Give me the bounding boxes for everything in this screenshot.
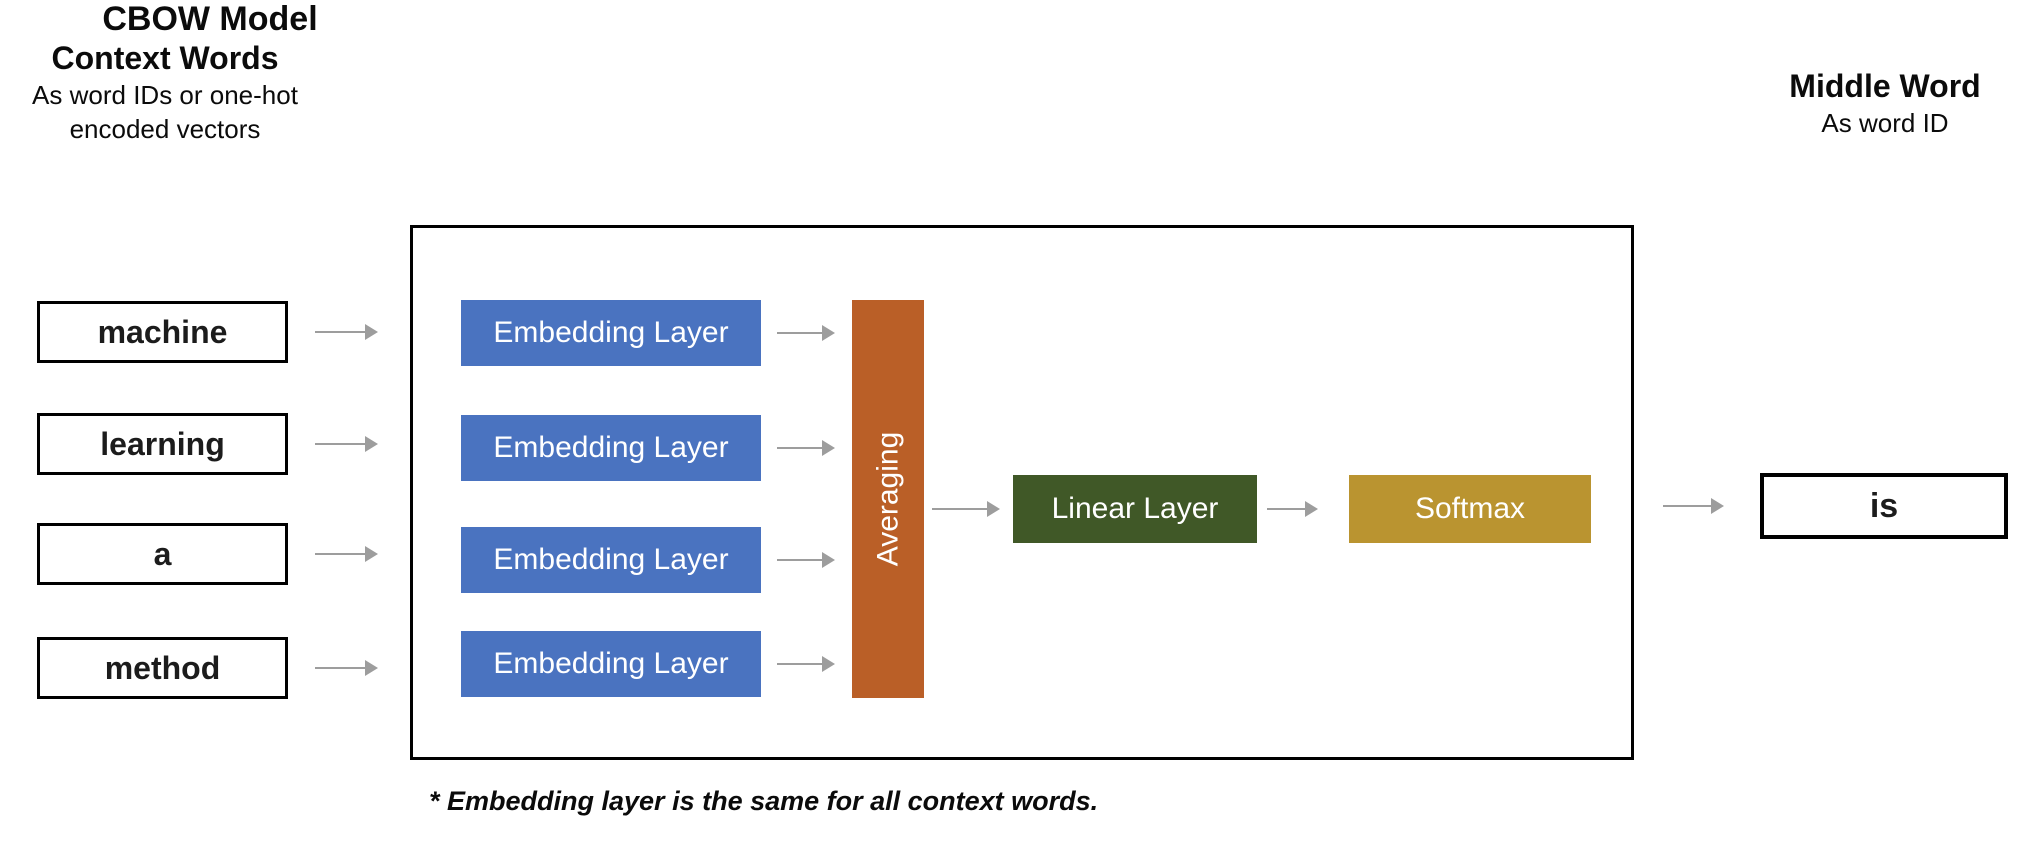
embedding-layer-box-1: Embedding Layer (461, 300, 761, 366)
arrow-method-to-model (315, 660, 378, 676)
averaging-label: Averaging (871, 431, 905, 567)
context-words-title: Context Words (51, 40, 279, 76)
arrow-embedding2-to-averaging (777, 440, 835, 456)
context-word-box-method: method (37, 637, 288, 699)
arrow-averaging-to-linear (932, 501, 1000, 517)
arrow-a-to-model (315, 546, 378, 562)
arrow-machine-to-model (315, 324, 378, 340)
arrow-embedding3-to-averaging (777, 552, 835, 568)
embedding-layer-box-4: Embedding Layer (461, 631, 761, 697)
cbow-model-title: CBOW Model (102, 0, 318, 38)
arrow-learning-to-model (315, 436, 378, 452)
embedding-layer-box-2: Embedding Layer (461, 415, 761, 481)
arrow-embedding1-to-averaging (777, 325, 835, 341)
linear-layer-box: Linear Layer (1013, 475, 1257, 543)
middle-word-header: Middle Word As word ID (1725, 66, 2040, 140)
arrow-softmax-to-output (1663, 498, 1724, 514)
softmax-box: Softmax (1349, 475, 1591, 543)
averaging-bar: Averaging (852, 300, 924, 698)
context-word-box-machine: machine (37, 301, 288, 363)
embedding-layer-box-3: Embedding Layer (461, 527, 761, 593)
middle-word-subtitle: As word ID (1821, 108, 1949, 138)
middle-word-title: Middle Word (1789, 68, 1981, 104)
context-word-box-a: a (37, 523, 288, 585)
context-words-header: Context Words As word IDs or one-hot enc… (5, 38, 325, 146)
arrow-linear-to-softmax (1267, 501, 1318, 517)
context-word-box-learning: learning (37, 413, 288, 475)
output-word-box: is (1760, 473, 2008, 539)
footnote: * Embedding layer is the same for all co… (429, 786, 1099, 816)
context-words-subtitle-line1: As word IDs or one-hot (32, 80, 298, 110)
context-words-subtitle-line2: encoded vectors (69, 114, 261, 144)
arrow-embedding4-to-averaging (777, 656, 835, 672)
